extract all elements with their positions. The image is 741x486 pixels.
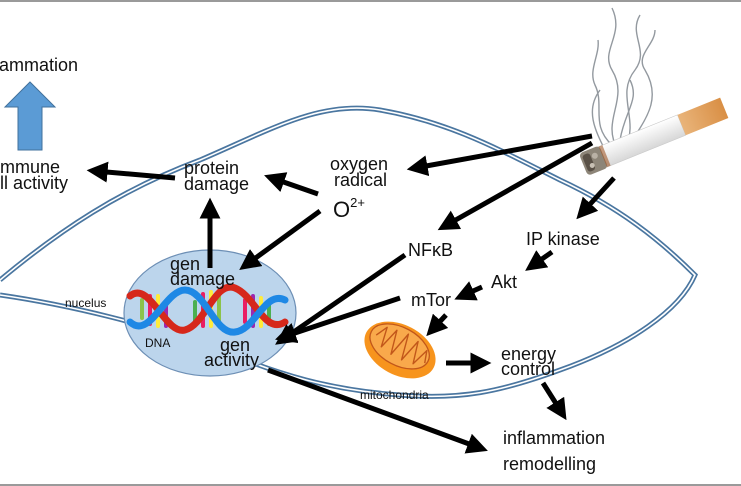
arrow-cigarette-to-oxygen <box>406 133 593 177</box>
arrow-mtor-to-genactivity <box>275 295 401 343</box>
arrow-energy-to-inflammation <box>540 381 567 421</box>
label-immune-line2: ll activity <box>0 173 69 193</box>
label-energy-line2: control <box>501 359 556 379</box>
label-gen-activity-line2: activity <box>204 350 260 370</box>
label-gen-activity-line1: gen <box>220 335 251 355</box>
arrow-nfkb-to-genactivity <box>275 252 407 345</box>
label-ip-kinase: IP kinase <box>526 229 600 249</box>
label-nucleus: nucelus <box>65 296 107 310</box>
label-nfkb: NFκB <box>408 240 453 260</box>
label-inflammation-remodel-line1: inflammation <box>503 428 606 448</box>
label-o2-sup: 2+ <box>350 195 365 210</box>
arrow-cigarette-to-nfkb <box>437 140 594 231</box>
label-gen-damage-line2: damage <box>170 269 236 289</box>
label-immune-line1: mmune <box>0 157 61 177</box>
label-dna: DNA <box>145 336 171 350</box>
dna-helix-icon <box>126 283 289 336</box>
label-oxygen-line2: radical <box>334 170 388 190</box>
label-inflammation-top: ammation <box>0 55 79 75</box>
label-energy-line1: energy <box>501 344 557 364</box>
label-akt: Akt <box>491 272 518 292</box>
arrow-cigarette-to-ipkinase <box>576 176 616 220</box>
arrow-protein-to-immune <box>86 161 176 183</box>
arrow-mtor-to-mitochondria <box>426 313 449 337</box>
label-gen-damage-line1: gen <box>170 254 201 274</box>
label-o2-radical: O2+ <box>333 196 365 221</box>
top-border <box>0 0 741 2</box>
label-protein-line2: damage <box>184 174 250 194</box>
arrow-genactivity-to-inflammation <box>267 367 488 454</box>
arrow-ipkinase-to-akt <box>525 249 554 271</box>
arrow-akt-to-mtor <box>454 281 484 301</box>
arrow-o2-to-protein <box>264 172 319 197</box>
bottom-border <box>0 484 741 486</box>
label-protein-line1: protein <box>184 158 240 178</box>
label-inflammation-remodel-line2: remodelling <box>503 454 597 474</box>
arrow-o2-to-gendamage <box>239 208 322 270</box>
label-mtor: mTor <box>411 290 451 310</box>
label-mitochondria: mitochondria <box>360 388 429 402</box>
mitochondria-icon <box>364 321 436 379</box>
label-o2-base: O <box>333 197 351 222</box>
label-oxygen-line1: oxygen <box>330 154 389 174</box>
cigarette-icon <box>580 7 729 175</box>
inflammation-up-arrow-icon <box>3 81 57 151</box>
